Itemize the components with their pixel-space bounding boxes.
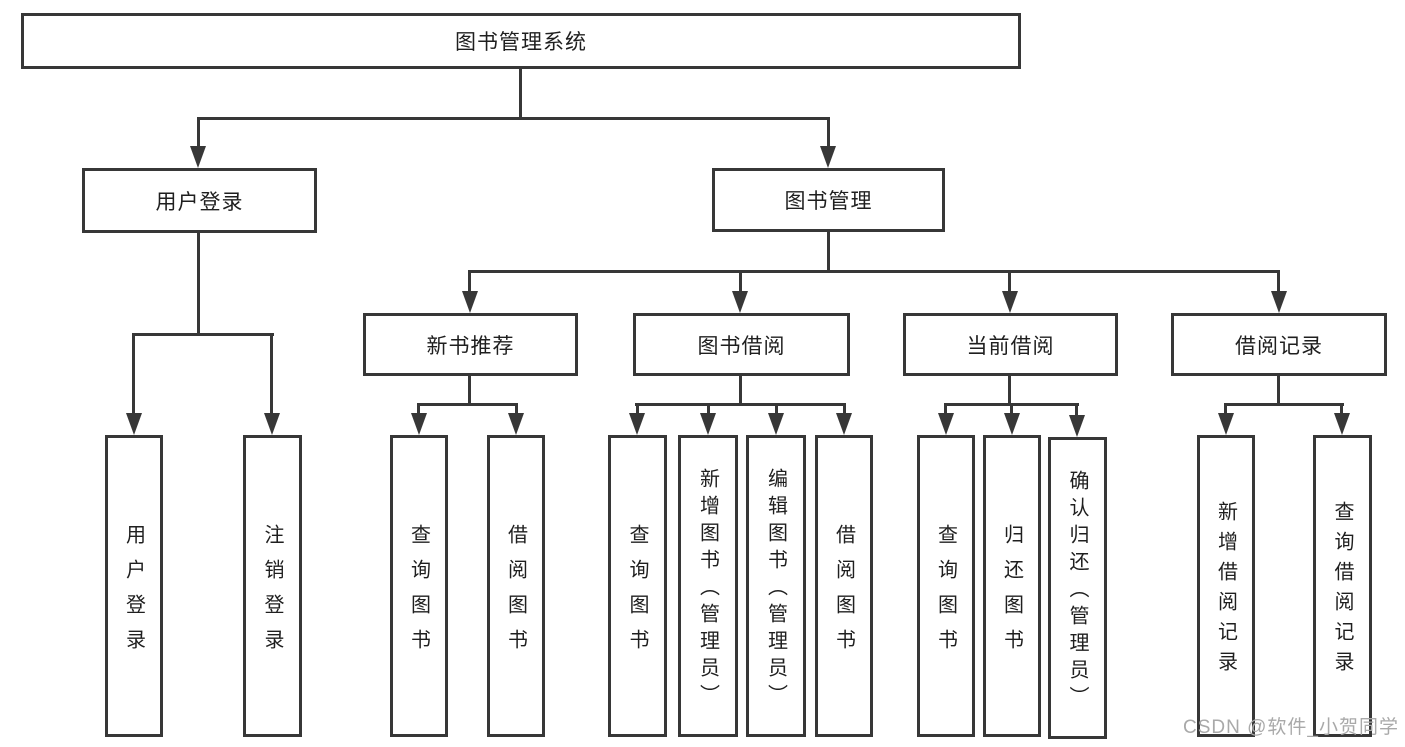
connector-line (270, 333, 273, 415)
node-root: 图书管理系统 (21, 13, 1021, 69)
connector-line (944, 403, 947, 417)
connector-line (1010, 403, 1013, 417)
connector-line (739, 270, 742, 293)
leaf-query-books-3: 查询图书 (917, 435, 975, 737)
leaf-add-borrow-record: 新增借阅记录 (1197, 435, 1255, 737)
node-user-login: 用户登录 (82, 168, 317, 233)
arrowhead-down-icon (1218, 413, 1234, 435)
leaf-add-books-admin-label: 新增图书（管理员） (696, 468, 719, 711)
connector-line (827, 232, 830, 273)
arrowhead-down-icon (938, 413, 954, 435)
node-borrowing-records-label: 借阅记录 (1235, 334, 1323, 358)
connector-line (132, 333, 135, 415)
connector-line (132, 333, 274, 336)
leaf-borrow-books-2: 借阅图书 (815, 435, 873, 737)
arrowhead-down-icon (508, 413, 524, 435)
node-current-borrowing-label: 当前借阅 (966, 334, 1055, 358)
connector-line (1277, 376, 1280, 405)
connector-line (1224, 403, 1227, 417)
connector-line (417, 403, 420, 417)
node-user-login-label: 用户登录 (155, 190, 244, 214)
arrowhead-down-icon (732, 291, 748, 313)
leaf-query-books-1: 查询图书 (390, 435, 448, 737)
arrowhead-down-icon (264, 413, 280, 435)
connector-line (1008, 376, 1011, 405)
arrowhead-down-icon (629, 413, 645, 435)
node-book-management-label: 图书管理 (784, 190, 873, 213)
leaf-borrow-books-2-label: 借阅图书 (832, 523, 855, 664)
connector-line (1277, 270, 1280, 293)
connector-line (197, 117, 200, 148)
node-book-borrowing-label: 图书借阅 (697, 334, 786, 358)
arrowhead-down-icon (411, 413, 427, 435)
connector-line (468, 376, 471, 405)
leaf-logout-label: 注销登录 (261, 523, 283, 664)
arrowhead-down-icon (1002, 291, 1018, 313)
arrowhead-down-icon (700, 413, 716, 435)
connector-line (775, 403, 778, 417)
connector-line (468, 270, 1280, 273)
node-root-label: 图书管理系统 (455, 31, 587, 54)
connector-line (1224, 403, 1344, 406)
arrowhead-down-icon (1069, 415, 1085, 437)
node-borrowing-records: 借阅记录 (1171, 313, 1387, 376)
connector-line (468, 270, 471, 293)
arrowhead-down-icon (768, 413, 784, 435)
node-current-borrowing: 当前借阅 (903, 313, 1118, 376)
leaf-user-login: 用户登录 (105, 435, 163, 737)
node-book-management: 图书管理 (712, 168, 945, 232)
arrowhead-down-icon (1004, 413, 1020, 435)
connector-line (636, 403, 639, 417)
leaf-query-borrow-record: 查询借阅记录 (1313, 435, 1372, 737)
leaf-query-borrow-record-label: 查询借阅记录 (1331, 501, 1353, 681)
arrowhead-down-icon (1271, 291, 1287, 313)
arrowhead-down-icon (126, 413, 142, 435)
leaf-add-borrow-record-label: 新增借阅记录 (1214, 501, 1237, 681)
connector-line (1075, 403, 1078, 417)
connector-line (707, 403, 710, 417)
node-new-book-recommend: 新书推荐 (363, 313, 578, 376)
connector-line (197, 233, 200, 336)
arrowhead-down-icon (190, 146, 206, 168)
arrowhead-down-icon (1334, 413, 1350, 435)
connector-line (515, 403, 518, 417)
leaf-confirm-return-admin: 确认归还（管理员） (1048, 437, 1107, 739)
arrowhead-down-icon (462, 291, 478, 313)
leaf-query-books-3-label: 查询图书 (934, 523, 957, 664)
arrowhead-down-icon (820, 146, 836, 168)
leaf-return-books: 归还图书 (983, 435, 1041, 737)
connector-line (417, 403, 518, 406)
connector-line (1008, 270, 1011, 293)
node-new-book-recommend-label: 新书推荐 (426, 334, 515, 358)
leaf-query-books-1-label: 查询图书 (407, 523, 430, 664)
connector-line (519, 69, 522, 118)
leaf-query-books-2-label: 查询图书 (626, 523, 648, 664)
leaf-return-books-label: 归还图书 (1000, 523, 1023, 664)
leaf-edit-books-admin: 编辑图书（管理员） (746, 435, 806, 737)
connector-line (843, 403, 846, 417)
leaf-borrow-books-1: 借阅图书 (487, 435, 545, 737)
watermark: CSDN @软件_小贺同学 (1183, 717, 1399, 738)
leaf-confirm-return-admin-label: 确认归还（管理员） (1066, 470, 1088, 713)
leaf-user-login-label: 用户登录 (122, 523, 145, 664)
connector-line (1340, 403, 1343, 417)
node-book-borrowing: 图书借阅 (633, 313, 850, 376)
connector-line (197, 117, 830, 120)
connector-line (827, 117, 830, 148)
connector-line (635, 403, 846, 406)
leaf-logout: 注销登录 (243, 435, 302, 737)
arrowhead-down-icon (836, 413, 852, 435)
leaf-query-books-2: 查询图书 (608, 435, 667, 737)
connector-line (739, 376, 742, 405)
leaf-add-books-admin: 新增图书（管理员） (678, 435, 738, 737)
leaf-borrow-books-1-label: 借阅图书 (504, 523, 527, 664)
leaf-edit-books-admin-label: 编辑图书（管理员） (764, 468, 787, 711)
